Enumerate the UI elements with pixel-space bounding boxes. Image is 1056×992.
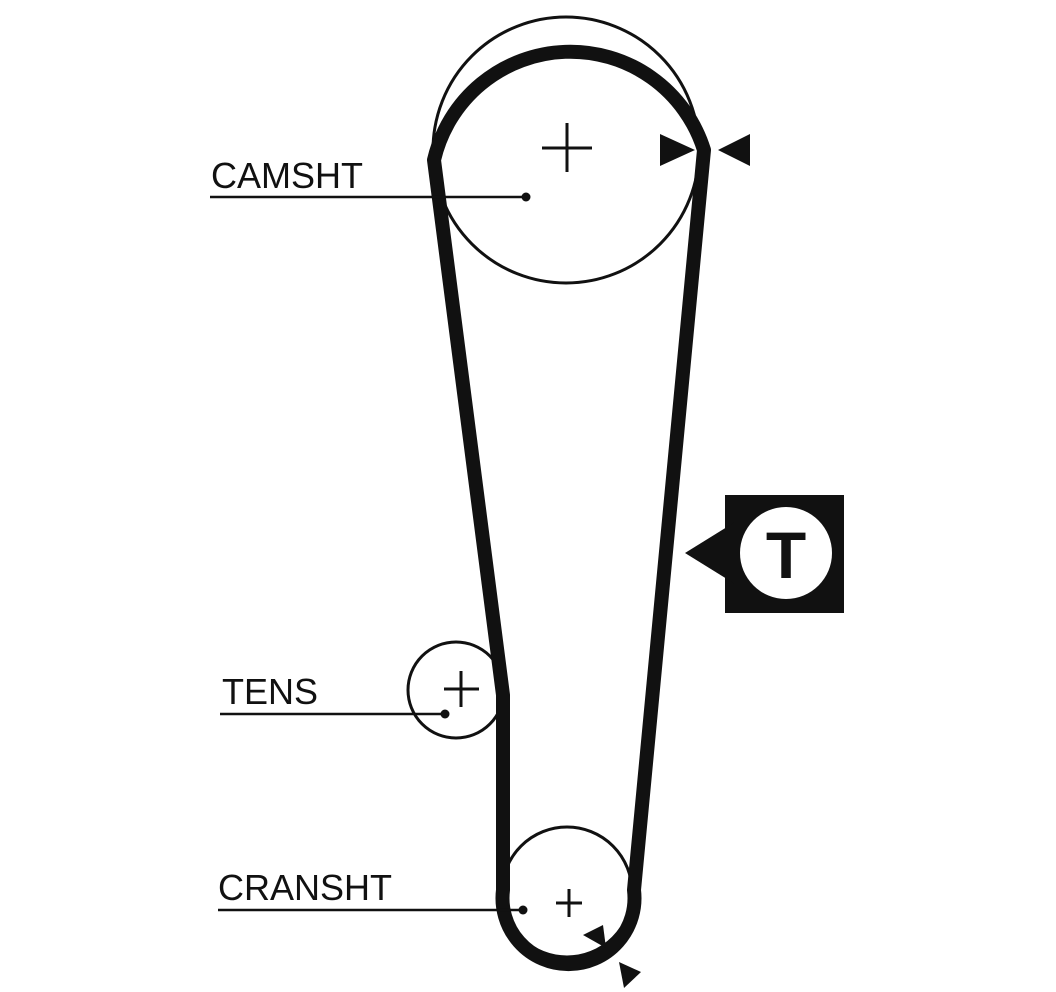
camshaft-leader-dot <box>521 192 531 202</box>
crankshaft-label: CRANSHT <box>218 867 392 908</box>
camshaft-timing-mark-left <box>660 134 695 166</box>
camshaft-label: CAMSHT <box>211 155 363 196</box>
crankshaft-leader-dot <box>518 905 528 915</box>
tensioner-center-mark <box>444 671 479 707</box>
timing-belt <box>427 44 711 972</box>
tensioner-leader-dot <box>440 709 450 719</box>
tensioner-label: TENS <box>222 671 318 712</box>
tension-badge-letter: T <box>766 518 806 592</box>
crankshaft-center-mark <box>556 889 582 917</box>
tension-check-badge: T <box>685 495 844 613</box>
camshaft-timing-mark-right <box>718 134 750 166</box>
crankshaft-timing-mark-upper <box>583 925 606 948</box>
crankshaft-timing-mark-lower <box>619 962 641 988</box>
camshaft-center-mark <box>542 123 592 172</box>
